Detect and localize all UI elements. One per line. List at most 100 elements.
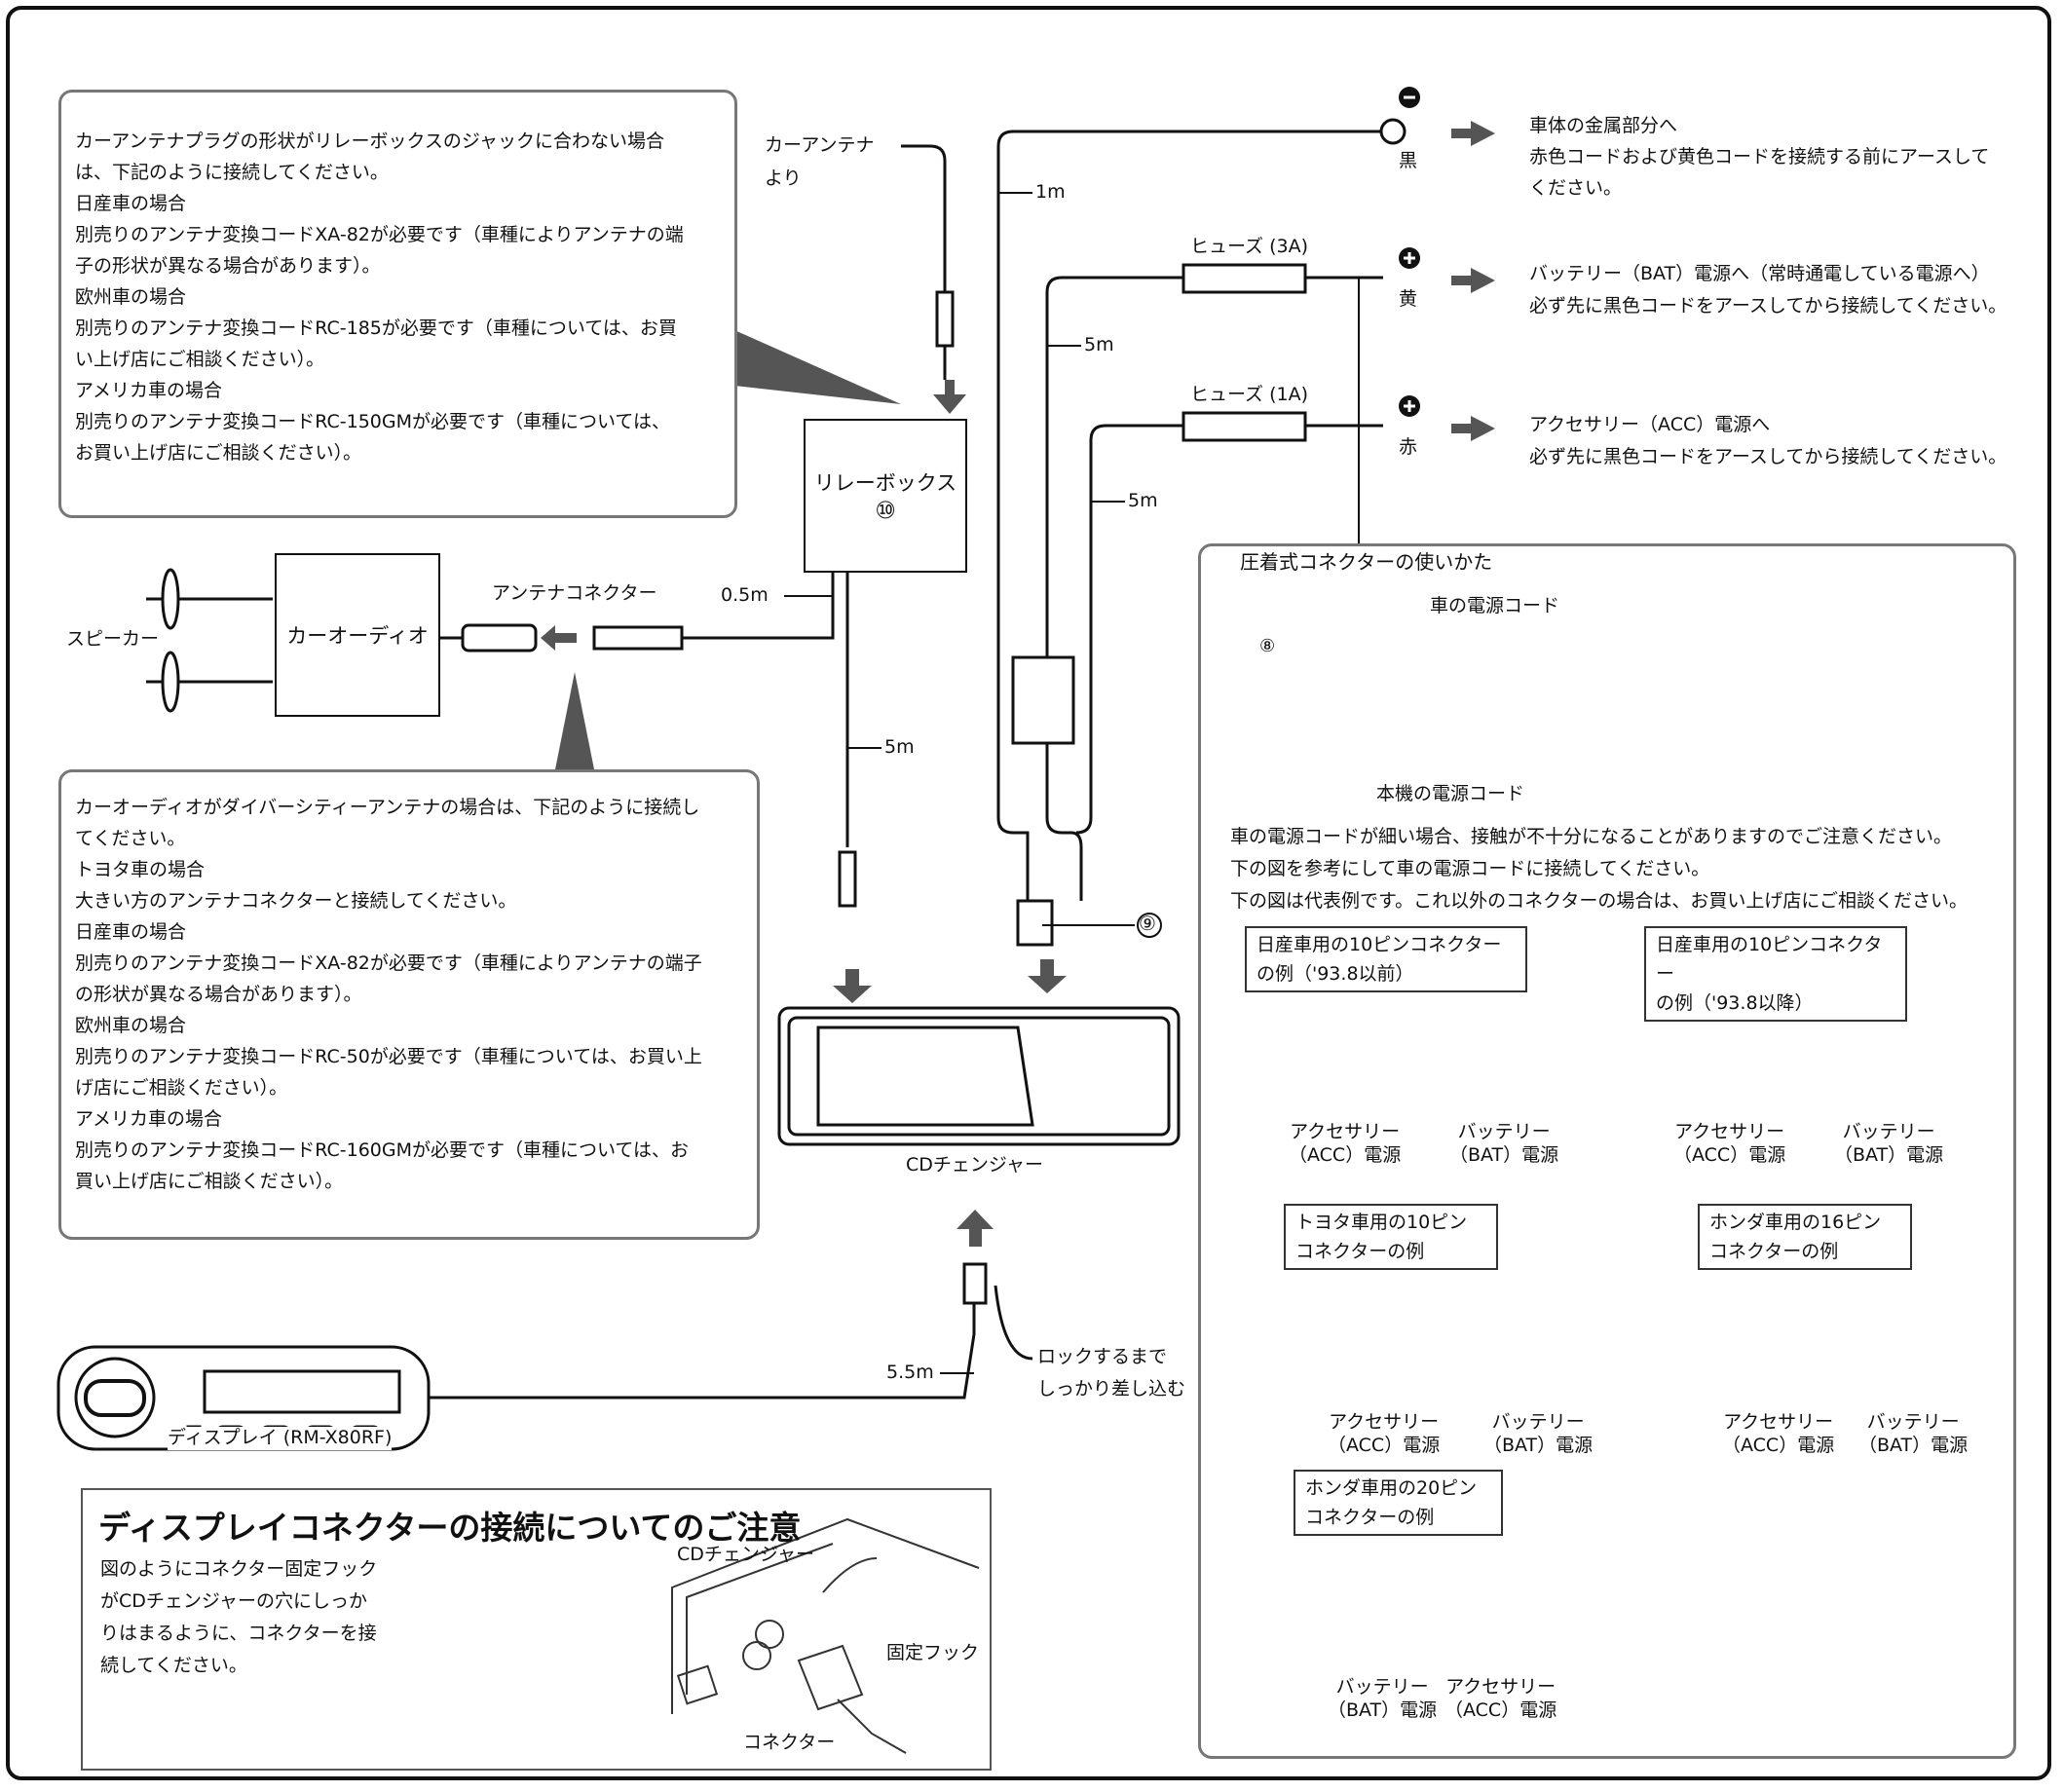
display-connector-illustration xyxy=(671,1517,980,1754)
display-note-title: ディスプレイコネクターの接続についてのご注意 xyxy=(98,1509,802,1547)
bat-label-line: （BAT）電源 xyxy=(1483,1434,1594,1456)
acc-label-line: アクセサリー xyxy=(1723,1411,1834,1433)
note-line: 子の形状が異なる場合があります）。 xyxy=(75,255,381,277)
crimp-title: 圧着式コネクターの使いかた xyxy=(1240,550,1493,574)
caption-line: の例（'93.8以降） xyxy=(1656,992,1814,1014)
diversity-antenna-note: カーオーディオがダイバーシティーアンテナの場合は、下記のように接続し てください… xyxy=(58,769,760,1240)
note-line: 欧州車の場合 xyxy=(75,286,187,308)
note-line: 日産車の場合 xyxy=(75,921,187,943)
crimp-note-1: 車の電源コードが細い場合、接触が不十分になることがありますのでご注意ください。 xyxy=(1230,826,1953,847)
note-pointer xyxy=(555,672,594,769)
bat-label: バッテリー（BAT）電源 xyxy=(1328,1676,1437,1723)
display-connector-note: ディスプレイコネクターの接続についてのご注意 図のようにコネクター固定フック が… xyxy=(81,1488,992,1771)
connector-number: ⑨ xyxy=(1139,912,1156,935)
acc-label-line: （ACC）電源 xyxy=(1673,1143,1786,1166)
note-line: げ店にご相談ください）。 xyxy=(75,1077,288,1099)
red-wire-label: 赤 xyxy=(1399,436,1418,458)
acc-label-line: （ACC）電源 xyxy=(1328,1434,1441,1456)
unit-cord-label: 本機の電源コード xyxy=(1376,783,1525,804)
note-line: トヨタ車の場合 xyxy=(75,859,206,880)
display-note-line: 図のようにコネクター固定フック xyxy=(100,1558,378,1580)
cable-length-5m: 5m xyxy=(884,736,915,758)
black-wire-label: 黒 xyxy=(1399,150,1418,171)
fuse-1a xyxy=(1182,411,1307,442)
note-line: アメリカ車の場合 xyxy=(75,1108,223,1130)
acc-label-line: （ACC）電源 xyxy=(1722,1434,1835,1456)
bat-label-line: バッテリー xyxy=(1457,1121,1551,1142)
note-line: い上げ店にご相談ください）。 xyxy=(75,349,325,370)
note-line: カーアンテナプラグの形状がリレーボックスのジャックに合わない場合 xyxy=(75,131,664,152)
antenna-plug xyxy=(592,625,684,651)
acc-label-line: （ACC）電源 xyxy=(1444,1699,1557,1721)
bat-label: バッテリー（BAT）電源 xyxy=(1858,1411,1968,1458)
caption-line: ホンダ車用の16ピン xyxy=(1709,1212,1882,1233)
antenna-jack xyxy=(461,623,538,653)
caption-line: コネクターの例 xyxy=(1305,1507,1435,1528)
car-cord-label: 車の電源コード xyxy=(1430,595,1560,616)
lock-instruction-line2: しっかり差し込む xyxy=(1037,1378,1186,1400)
acc-label: アクセサリー（ACC）電源 xyxy=(1722,1411,1834,1458)
bat-label-line: （BAT）電源 xyxy=(1449,1143,1559,1166)
note-line: 別売りのアンテナ変換コードRC-150GMが必要です（車種については、 xyxy=(75,411,671,432)
page-frame xyxy=(6,6,2051,1780)
honda16-caption: ホンダ車用の16ピン コネクターの例 xyxy=(1698,1204,1912,1270)
yellow-wire-label: 黄 xyxy=(1399,288,1418,310)
note-line: は、下記のように接続してください。 xyxy=(75,162,389,183)
illustration-cd-changer-label: CDチェンジャー xyxy=(677,1544,814,1565)
crimp-connector-panel: 圧着式コネクターの使いかた ⑧ 車の電源コード 本機の電源コード 車の電源コード… xyxy=(1198,543,2016,1759)
acc-label: アクセサリー（ACC）電源 xyxy=(1289,1121,1401,1168)
crimp-note-2: 下の図を参考にして車の電源コードに接続してください。 xyxy=(1230,858,1710,879)
bat-label-line: （BAT）電源 xyxy=(1834,1143,1944,1166)
acc-label-line: アクセサリー xyxy=(1329,1411,1440,1433)
lock-instruction-line1: ロックするまで xyxy=(1037,1346,1168,1367)
ground-instruction-2: 赤色コードおよび黄色コードを接続する前にアースして xyxy=(1529,146,1990,168)
acc-label-line: アクセサリー xyxy=(1290,1121,1401,1142)
fuse-1a-label: ヒューズ (1A) xyxy=(1190,384,1309,405)
acc-instruction-2: 必ず先に黒色コードをアースしてから接続してください。 xyxy=(1529,446,2007,467)
relay-box: リレーボックス ⑩ xyxy=(804,419,967,573)
acc-label-line: アクセサリー xyxy=(1445,1676,1557,1698)
cable-length-5m: 5m xyxy=(1128,490,1158,511)
antenna-connector-label: アンテナコネクター xyxy=(492,582,657,604)
note-line: 別売りのアンテナ変換コードRC-50が必要です（車種については、お買い上 xyxy=(75,1046,702,1067)
acc-label-line: （ACC）電源 xyxy=(1289,1143,1402,1166)
cd-changer-unit xyxy=(777,1006,1181,1146)
note-line: 別売りのアンテナ変換コードRC-185が必要です（車種については、お買 xyxy=(75,317,677,339)
changer-plug xyxy=(838,850,857,908)
bat-label-line: バッテリー xyxy=(1491,1411,1585,1433)
bat-label-line: バッテリー xyxy=(1866,1411,1960,1433)
note-line: 別売りのアンテナ変換コードXA-82が必要です（車種によりアンテナの端子 xyxy=(75,952,702,974)
crimp-part-number: ⑧ xyxy=(1259,636,1276,656)
acc-label-line: アクセサリー xyxy=(1674,1121,1785,1142)
car-audio: カーオーディオ xyxy=(275,553,440,717)
bat-label-line: バッテリー xyxy=(1842,1121,1935,1142)
antenna-cable xyxy=(901,144,947,292)
note-line: 買い上げ店にご相談ください）。 xyxy=(75,1171,344,1192)
honda20-caption: ホンダ車用の20ピン コネクターの例 xyxy=(1294,1470,1503,1536)
note-line: 欧州車の場合 xyxy=(75,1015,187,1036)
caption-line: トヨタ車用の10ピン xyxy=(1295,1212,1468,1233)
display-note-line: がCDチェンジャーの穴にしっか xyxy=(100,1590,367,1612)
note-line: 別売りのアンテナ変換コードXA-82が必要です（車種によりアンテナの端 xyxy=(75,224,684,245)
bat-label: バッテリー（BAT）電源 xyxy=(1449,1121,1558,1168)
note-line: お買い上げ店にご相談ください）。 xyxy=(75,442,362,464)
cable-3a xyxy=(1045,276,1183,657)
cable-05m xyxy=(682,572,835,640)
connector-label: コネクター xyxy=(743,1732,836,1755)
display-label: ディスプレイ (RM-X80RF) xyxy=(168,1427,393,1450)
note-line: 日産車の場合 xyxy=(75,193,187,214)
caption-line: 日産車用の10ピンコネクター xyxy=(1257,934,1502,955)
note-pointer xyxy=(726,326,901,404)
caption-line: 日産車用の10ピンコネクター xyxy=(1656,934,1883,985)
speaker-label: スピーカー xyxy=(66,628,160,650)
note-line: アメリカ車の場合 xyxy=(75,380,223,401)
acc-label: アクセサリー（ACC）電源 xyxy=(1444,1676,1557,1723)
fuse-3a xyxy=(1182,263,1307,294)
bat-instruction-1: バッテリー（BAT）電源へ（常時通電している電源へ） xyxy=(1529,263,1990,284)
cable-length-5m: 5m xyxy=(1084,334,1114,355)
ground-cable xyxy=(996,130,1383,901)
bat-instruction-2: 必ず先に黒色コードをアースしてから接続してください。 xyxy=(1529,295,2007,317)
car-antenna-label: カーアンテナ xyxy=(765,134,875,156)
bat-label-line: バッテリー xyxy=(1335,1676,1429,1698)
speaker-icon xyxy=(161,568,180,630)
